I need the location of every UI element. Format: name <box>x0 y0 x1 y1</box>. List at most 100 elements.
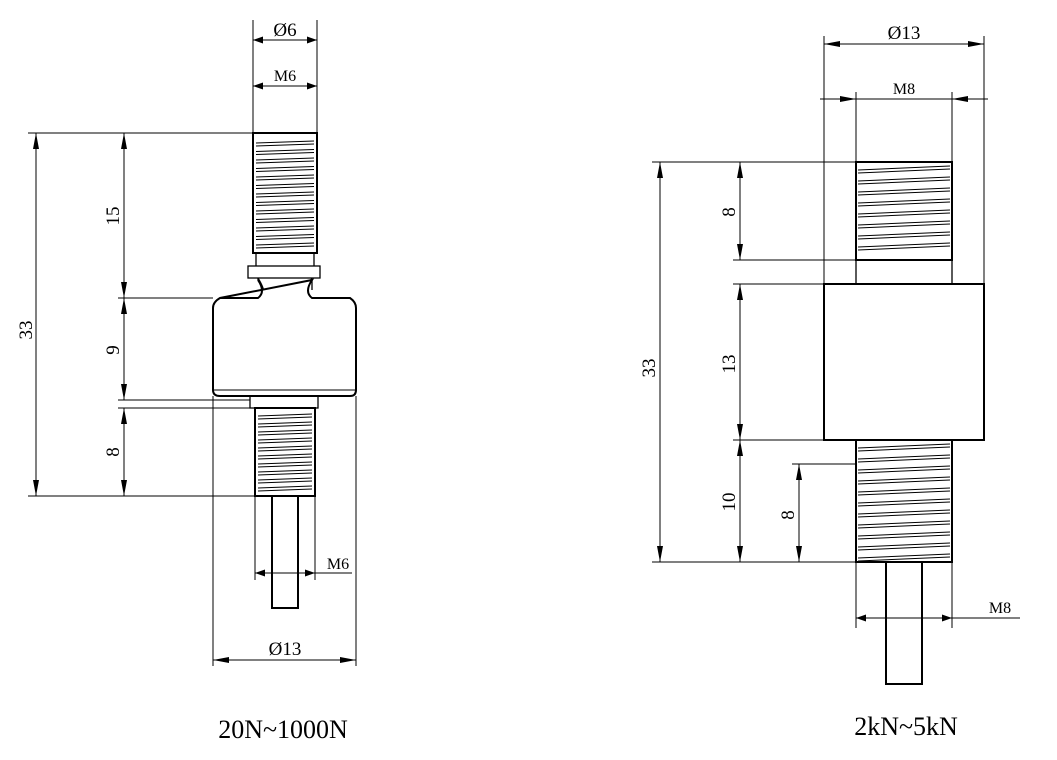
thread-line <box>857 531 951 537</box>
thread-line <box>857 479 951 485</box>
left-bottom-rod <box>271 495 299 609</box>
thread-line <box>857 556 951 562</box>
left-dim-overall-height: 33 <box>16 132 255 497</box>
right-top-thread <box>855 161 953 261</box>
thread-line <box>255 157 315 161</box>
thread-line <box>255 169 315 172</box>
right-dim-body-diameter-label: Ø13 <box>888 23 921 44</box>
thread-line <box>857 523 951 529</box>
thread-line <box>257 440 313 444</box>
left-dim-thread-bottom-label: 8 <box>103 447 124 457</box>
thread-line <box>255 217 315 220</box>
thread-line <box>857 165 951 171</box>
thread-line <box>257 485 313 489</box>
thread-line <box>257 432 313 436</box>
thread-line <box>857 212 951 218</box>
thread-line <box>255 220 315 223</box>
thread-line <box>857 498 951 504</box>
thread-line <box>257 472 313 476</box>
left-dim-body-diameter-label: Ø13 <box>269 639 302 660</box>
thread-line <box>857 168 951 174</box>
right-dim-body-label: 13 <box>719 355 740 374</box>
right-bottom-rod <box>885 561 923 685</box>
right-dim-overall-height-label: 33 <box>639 359 660 378</box>
right-dim-thread-bottom-inner: 8 <box>778 463 856 562</box>
right-dim-bottom-thread: M8 <box>855 562 1020 628</box>
thread-line <box>255 143 315 147</box>
thread-line <box>255 245 315 249</box>
thread-line <box>257 421 313 425</box>
thread-line <box>257 445 313 449</box>
thread-line <box>255 174 315 178</box>
thread-line <box>857 534 951 540</box>
thread-line <box>857 220 951 226</box>
right-dim-bottom-thread-label: M8 <box>989 600 1011 617</box>
thread-line <box>857 231 951 237</box>
thread-line <box>857 476 951 482</box>
thread-line <box>257 461 313 465</box>
left-caption: 20N~1000N <box>218 715 348 744</box>
left-dim-bottom-thread-label: M6 <box>327 556 349 573</box>
thread-line <box>255 186 315 189</box>
thread-line <box>857 198 951 204</box>
thread-line <box>257 424 313 428</box>
right-neck <box>855 260 953 284</box>
right-dim-thread-top-label: 8 <box>719 207 740 217</box>
thread-line <box>255 140 315 144</box>
right-dim-thread-bottom-inner-label: 8 <box>778 510 799 520</box>
thread-line <box>255 183 315 186</box>
thread-line <box>257 477 313 481</box>
left-dim-body-diameter: Ø13 <box>212 396 357 666</box>
thread-line <box>255 166 315 169</box>
thread-line <box>857 245 951 251</box>
thread-line <box>857 490 951 496</box>
left-top-thread <box>252 132 318 254</box>
thread-line <box>857 209 951 215</box>
thread-line <box>857 509 951 515</box>
thread-line <box>257 416 313 420</box>
thread-line <box>857 190 951 196</box>
right-dim-overall-height: 33 <box>639 161 856 563</box>
left-body <box>212 278 357 397</box>
thread-line <box>257 413 313 417</box>
thread-line <box>255 208 315 212</box>
thread-line <box>857 234 951 240</box>
right-dim-body-diameter: Ø13 <box>823 23 985 284</box>
thread-line <box>857 443 951 449</box>
thread-line <box>857 223 951 229</box>
thread-line <box>857 242 951 248</box>
thread-line <box>257 456 313 460</box>
thread-line <box>857 520 951 526</box>
thread-line <box>257 469 313 473</box>
thread-line <box>857 468 951 474</box>
right-dim-top-thread-label: M8 <box>893 81 915 98</box>
thread-line <box>857 457 951 463</box>
left-dim-top-thread-label: M6 <box>274 68 296 85</box>
thread-line <box>857 545 951 551</box>
thread-line <box>857 553 951 559</box>
thread-line <box>857 501 951 507</box>
thread-line <box>255 149 315 152</box>
right-bottom-thread <box>855 439 953 563</box>
thread-line <box>857 201 951 207</box>
thread-line <box>255 200 315 203</box>
left-dim-chain: 15 9 8 <box>103 133 250 496</box>
left-dim-top-thread: M6 <box>253 68 317 90</box>
thread-line <box>255 242 315 246</box>
thread-line <box>255 203 315 206</box>
thread-line <box>857 465 951 471</box>
thread-line <box>255 211 315 215</box>
thread-line <box>255 234 315 237</box>
thread-line <box>255 160 315 164</box>
thread-line <box>857 446 951 452</box>
thread-line <box>255 237 315 240</box>
thread-line <box>255 194 315 198</box>
thread-line <box>857 542 951 548</box>
thread-line <box>255 225 315 229</box>
left-dim-bottom-thread: M6 <box>254 496 352 580</box>
left-dim-top-diameter: Ø6 <box>252 20 318 133</box>
left-bottom-thread <box>254 407 316 497</box>
left-dim-overall-height-label: 33 <box>16 321 37 340</box>
thread-line <box>257 453 313 457</box>
thread-line <box>257 437 313 441</box>
